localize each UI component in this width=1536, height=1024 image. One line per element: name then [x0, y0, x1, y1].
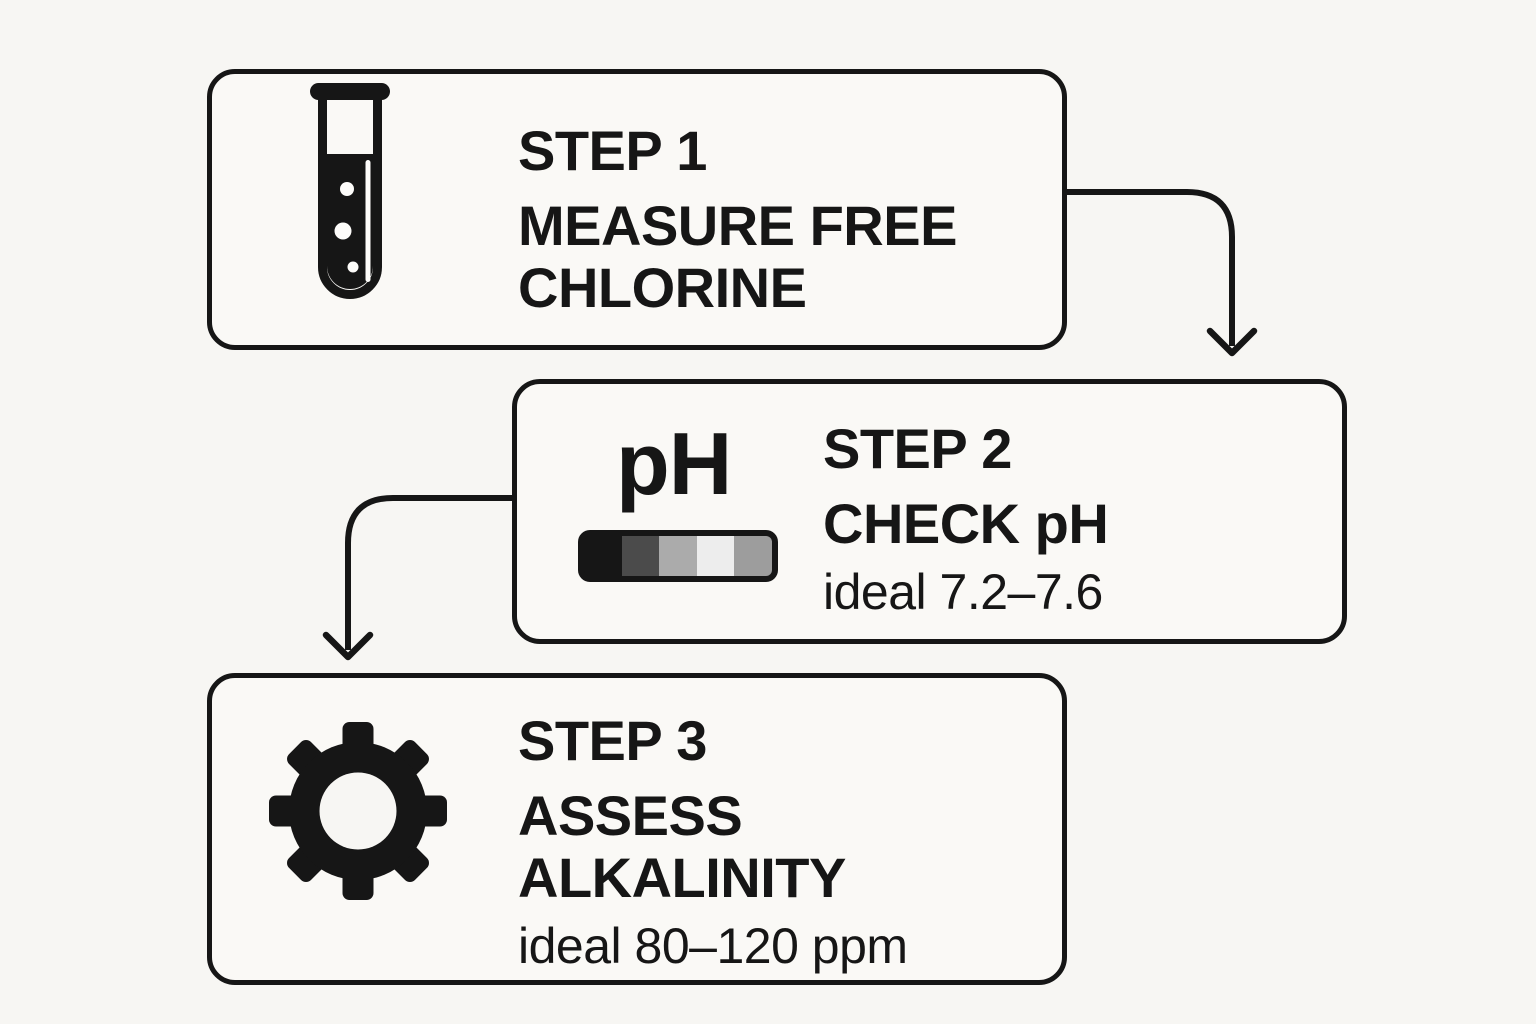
strip-segment: [621, 536, 660, 576]
step-2-label: STEP 2: [823, 417, 1012, 480]
step-3-card: STEP 3 ASSESS ALKALINITY ideal 80–120 pp…: [207, 673, 1067, 985]
arrow-down-icon: [1206, 327, 1258, 357]
ph-test-strip-icon: [578, 530, 778, 582]
step-3-text: STEP 3 ASSESS ALKALINITY ideal 80–120 pp…: [518, 710, 1038, 975]
strip-segment: [584, 536, 622, 576]
test-tube-icon: [310, 83, 390, 299]
step-2-title: CHECK pH: [823, 492, 1109, 555]
step-3-title: ASSESS ALKALINITY: [518, 784, 846, 909]
arrow-down-icon: [322, 631, 374, 661]
gear-icon: [269, 722, 447, 900]
strip-segment: [696, 536, 735, 576]
strip-segment: [734, 536, 772, 576]
step-2-card: pH STEP 2 CHECK pH ideal 7.2–7.6: [512, 379, 1347, 644]
step-2-note: ideal 7.2–7.6: [823, 564, 1103, 620]
ph-label: pH: [616, 414, 732, 513]
step-1-title: MEASURE FREE CHLORINE: [518, 194, 957, 319]
step-2-text: STEP 2 CHECK pH ideal 7.2–7.6: [823, 418, 1343, 621]
connector-step2-to-step3: [322, 495, 512, 661]
strip-segment: [659, 536, 697, 576]
step-1-label: STEP 1: [518, 119, 707, 182]
step-1-text: STEP 1 MEASURE FREE CHLORINE: [518, 120, 1038, 319]
step-3-label: STEP 3: [518, 709, 707, 772]
connector-step1-to-step2: [1067, 189, 1258, 357]
step-3-note: ideal 80–120 ppm: [518, 918, 908, 974]
step-1-card: STEP 1 MEASURE FREE CHLORINE: [207, 69, 1067, 350]
